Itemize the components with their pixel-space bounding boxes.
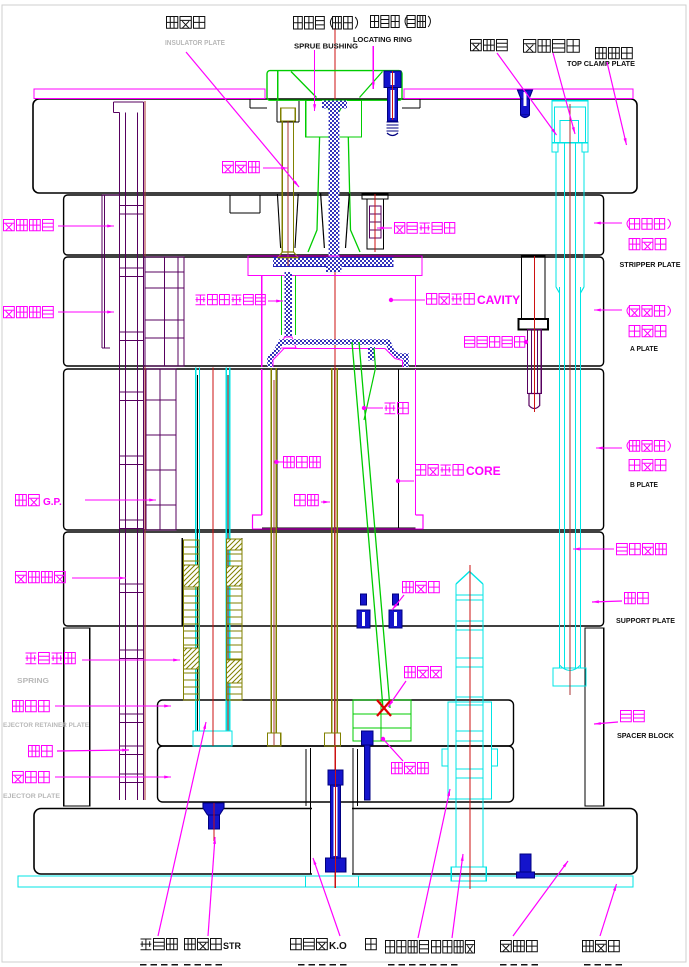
svg-text:SPACER BLOCK: SPACER BLOCK (617, 731, 675, 740)
svg-text:CAVITY: CAVITY (477, 293, 520, 307)
svg-text:TOP CLAMP PLATE: TOP CLAMP PLATE (567, 59, 635, 68)
svg-text:G.P.: G.P. (43, 497, 62, 508)
svg-text:A PLATE: A PLATE (630, 344, 658, 353)
svg-text:SPRING: SPRING (17, 676, 49, 685)
svg-text:STRIPPER PLATE: STRIPPER PLATE (620, 260, 681, 269)
svg-text:SPRUE BUSHING: SPRUE BUSHING (294, 42, 358, 51)
svg-text:EJECTOR PLATE: EJECTOR PLATE (3, 793, 61, 800)
svg-text:EJECTOR RETAINER PLATE: EJECTOR RETAINER PLATE (3, 722, 90, 729)
svg-text:LOCATING RING: LOCATING RING (353, 35, 412, 44)
svg-text:INSULATOR PLATE: INSULATOR PLATE (165, 38, 225, 47)
svg-text:CORE: CORE (466, 464, 501, 478)
svg-text:SUPPORT PLATE: SUPPORT PLATE (616, 616, 675, 625)
svg-text:K.O: K.O (329, 941, 347, 952)
svg-text:STR: STR (223, 941, 242, 951)
svg-text:B PLATE: B PLATE (630, 480, 658, 489)
